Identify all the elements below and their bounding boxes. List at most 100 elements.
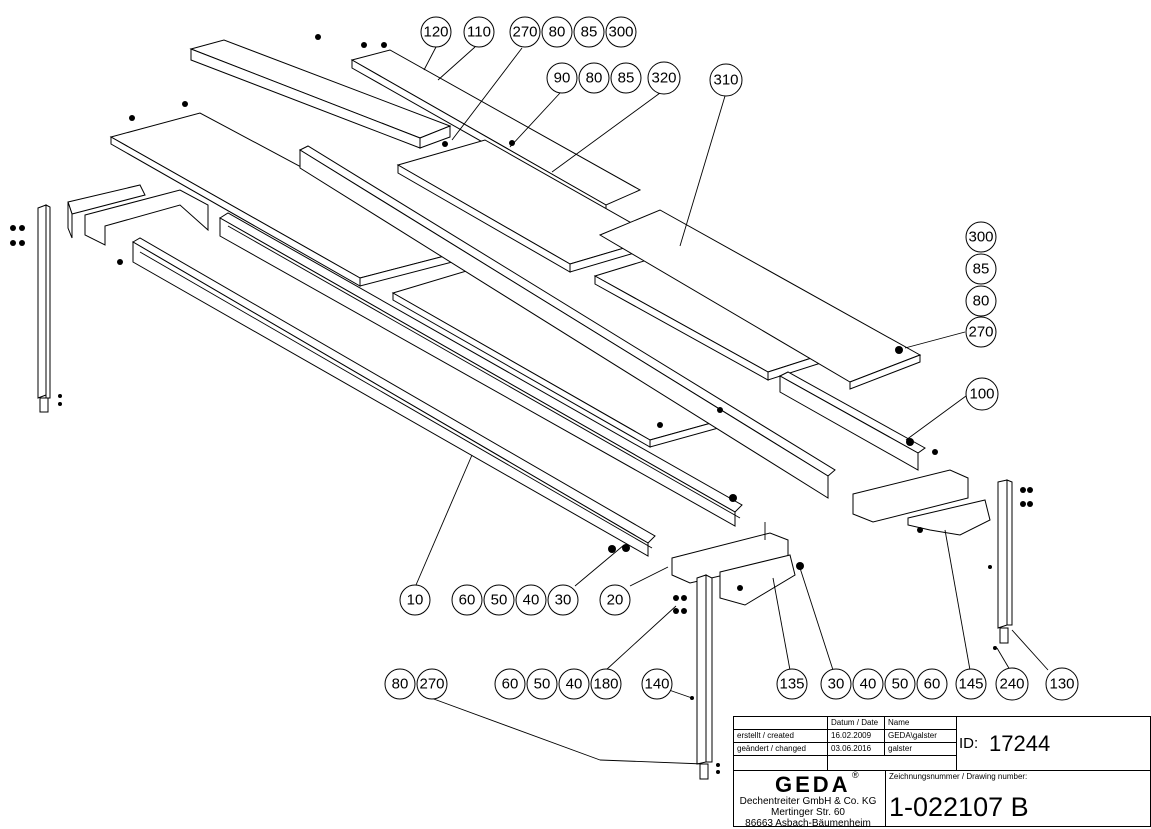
callout-10: 10 <box>399 584 431 616</box>
tb-blank-row-2 <box>827 755 957 771</box>
tb-header-name: Name <box>884 716 957 730</box>
callout-110: 110 <box>463 16 495 48</box>
tb-blank-row <box>733 755 828 771</box>
svg-text:310: 310 <box>713 72 738 89</box>
leg-left <box>37 204 51 413</box>
callout-135: 135 <box>776 668 808 700</box>
svg-text:80: 80 <box>549 24 566 41</box>
svg-text:135: 135 <box>779 676 804 693</box>
callout-60: 60 <box>494 668 526 700</box>
svg-text:85: 85 <box>581 24 598 41</box>
callout-85: 85 <box>610 62 642 94</box>
leg-130 <box>997 479 1013 644</box>
callout-30: 30 <box>820 668 852 700</box>
svg-text:240: 240 <box>999 676 1024 693</box>
tb-changed-label: geändert / changed <box>733 742 828 756</box>
svg-text:120: 120 <box>423 24 448 41</box>
callout-100: 100 <box>965 377 999 411</box>
svg-text:50: 50 <box>534 676 551 693</box>
callout-50: 50 <box>526 668 558 700</box>
callout-140: 140 <box>641 668 673 700</box>
tb-created-name: GEDA\galster <box>884 729 957 743</box>
callout-310: 310 <box>709 63 743 97</box>
callout-40: 40 <box>852 668 884 700</box>
bracket-20 <box>671 522 796 606</box>
svg-text:20: 20 <box>607 592 624 609</box>
panel-left-large <box>109 112 462 287</box>
leader-lines <box>415 46 1049 765</box>
callout-300: 300 <box>965 221 997 253</box>
svg-text:80: 80 <box>586 70 603 87</box>
svg-text:300: 300 <box>968 229 993 246</box>
callout-320: 320 <box>647 61 681 95</box>
svg-text:100: 100 <box>969 386 994 403</box>
svg-text:30: 30 <box>555 592 572 609</box>
callout-80: 80 <box>578 62 610 94</box>
callout-bubbles: 120 110 270 80 85 300 90 80 85 320 310 3… <box>384 16 1079 701</box>
tb-blank-cell <box>733 716 828 730</box>
callout-80: 80 <box>541 16 573 48</box>
callout-120: 120 <box>420 16 452 48</box>
callout-50: 50 <box>884 668 916 700</box>
callout-130: 130 <box>1045 667 1079 701</box>
callout-80: 80 <box>384 668 416 700</box>
svg-text:110: 110 <box>467 24 491 41</box>
svg-text:140: 140 <box>644 676 669 693</box>
leg-140 <box>696 574 713 780</box>
svg-text:300: 300 <box>608 24 633 41</box>
svg-text:130: 130 <box>1049 676 1074 693</box>
tb-changed-name: galster <box>884 742 957 756</box>
svg-text:80: 80 <box>392 676 409 693</box>
bracket-left <box>67 184 209 246</box>
bracket-145 <box>852 469 991 536</box>
top-panel-120 <box>189 39 452 149</box>
hardware-dots <box>10 34 1033 774</box>
svg-text:85: 85 <box>618 70 635 87</box>
svg-text:270: 270 <box>968 324 993 341</box>
callout-90: 90 <box>546 62 578 94</box>
callout-180: 180 <box>590 668 622 700</box>
svg-text:40: 40 <box>523 592 540 609</box>
svg-text:60: 60 <box>924 676 941 693</box>
tb-id-cell <box>956 716 1151 771</box>
svg-text:180: 180 <box>593 676 618 693</box>
company-street: Mertinger Str. 60 <box>771 807 845 818</box>
tb-created-label: erstellt / created <box>733 729 828 743</box>
callout-40: 40 <box>558 668 590 700</box>
callout-80: 80 <box>965 285 997 317</box>
callout-270: 270 <box>965 316 997 348</box>
company-name: Dechentreiter GmbH & Co. KG <box>739 796 877 807</box>
title-block: Datum / Date Name erstellt / created 16.… <box>733 716 1151 829</box>
geda-logo: GEDA <box>775 772 851 797</box>
tb-id-value: 17244 <box>989 731 1051 756</box>
callout-60: 60 <box>916 668 948 700</box>
callout-30: 30 <box>547 584 579 616</box>
callout-145: 145 <box>955 668 987 700</box>
tb-created-date: 16.02.2009 <box>827 729 885 743</box>
svg-text:85: 85 <box>973 261 990 278</box>
callout-40: 40 <box>515 584 547 616</box>
company-city: 86663 Asbach-Bäumenheim <box>745 818 871 829</box>
drawing-number: 1-022107 B <box>889 792 1029 822</box>
callout-240: 240 <box>995 667 1029 701</box>
svg-text:270: 270 <box>419 676 444 693</box>
rail-100 <box>778 371 926 471</box>
svg-text:40: 40 <box>860 676 877 693</box>
rail-10 <box>132 237 656 557</box>
registered-mark: ® <box>852 770 859 780</box>
callout-60: 60 <box>451 584 483 616</box>
svg-text:40: 40 <box>566 676 583 693</box>
callout-85: 85 <box>573 16 605 48</box>
callout-300: 300 <box>605 16 637 48</box>
svg-text:320: 320 <box>651 70 676 87</box>
callout-85: 85 <box>965 253 997 285</box>
svg-text:60: 60 <box>459 592 476 609</box>
tb-changed-date: 03.06.2016 <box>827 742 885 756</box>
callout-270: 270 <box>416 668 448 700</box>
svg-text:270: 270 <box>512 24 537 41</box>
svg-text:30: 30 <box>828 676 845 693</box>
rail-back <box>298 145 836 499</box>
tb-header-date: Datum / Date <box>827 716 885 730</box>
callout-270: 270 <box>509 16 541 48</box>
